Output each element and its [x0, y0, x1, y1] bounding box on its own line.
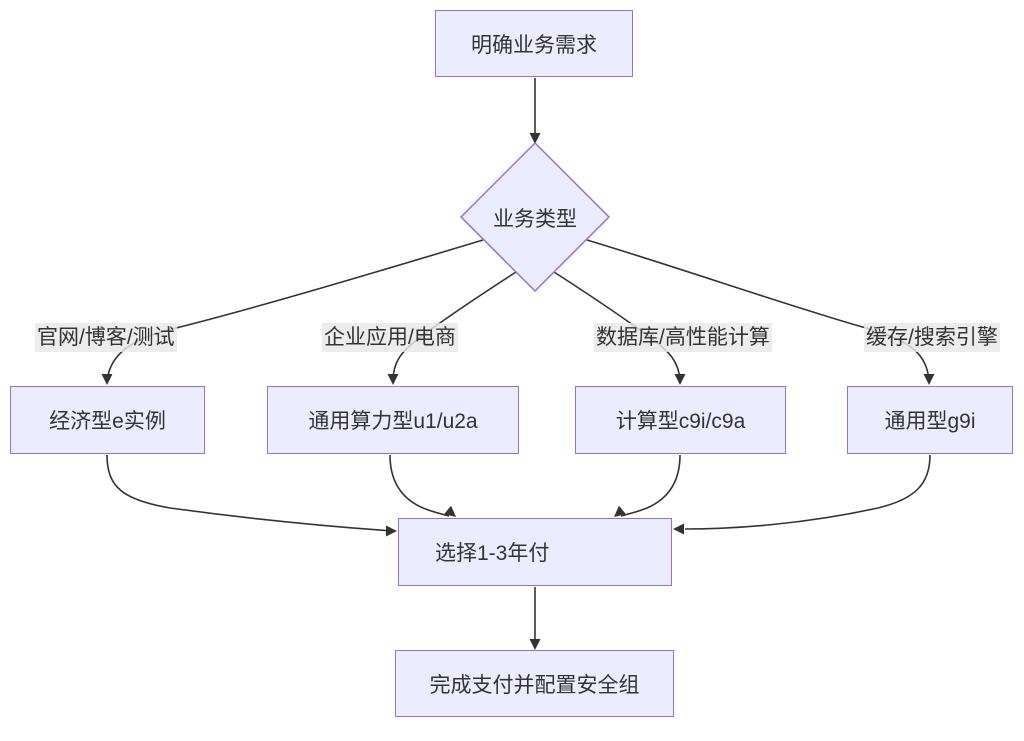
- node-universal: 通用算力型u1/u2a: [267, 386, 519, 454]
- arrowhead-into-term-topright: [614, 505, 626, 517]
- arrowhead-into-pay: [529, 639, 541, 650]
- edge-universal-term: [389, 454, 450, 517]
- node-pay: 完成支付并配置安全组: [395, 650, 674, 717]
- node-term: 选择1-3年付: [398, 518, 672, 586]
- decision-diamond-shape: [459, 141, 611, 293]
- edge-label-cache: 缓存/搜索引擎: [864, 323, 1000, 352]
- arrowhead-into-term-topleft: [444, 505, 456, 517]
- arrowhead-into-term-left: [386, 525, 397, 537]
- arrowhead-into-compute: [674, 374, 686, 385]
- node-compute: 计算型c9i/c9a: [575, 386, 786, 454]
- node-decision: 业务类型: [493, 207, 577, 231]
- edge-label-database: 数据库/高性能计算: [594, 323, 772, 352]
- edge-label-web: 官网/博客/测试: [35, 323, 177, 352]
- arrowhead-into-term-right: [673, 523, 684, 535]
- node-general: 通用型g9i: [847, 386, 1013, 454]
- node-start: 明确业务需求: [435, 10, 633, 77]
- edge-economy-term: [106, 454, 394, 532]
- edge-decision-general: [586, 239, 930, 382]
- arrowhead-into-decision: [529, 133, 541, 144]
- arrowhead-into-general: [923, 374, 935, 385]
- edge-decision-economy: [106, 239, 484, 382]
- arrowhead-into-economy: [101, 374, 113, 385]
- edge-label-enterprise: 企业应用/电商: [322, 323, 458, 352]
- arrowhead-into-universal: [387, 374, 399, 385]
- edge-compute-term: [620, 454, 681, 517]
- edge-general-term: [684, 454, 931, 530]
- node-economy: 经济型e实例: [10, 386, 205, 454]
